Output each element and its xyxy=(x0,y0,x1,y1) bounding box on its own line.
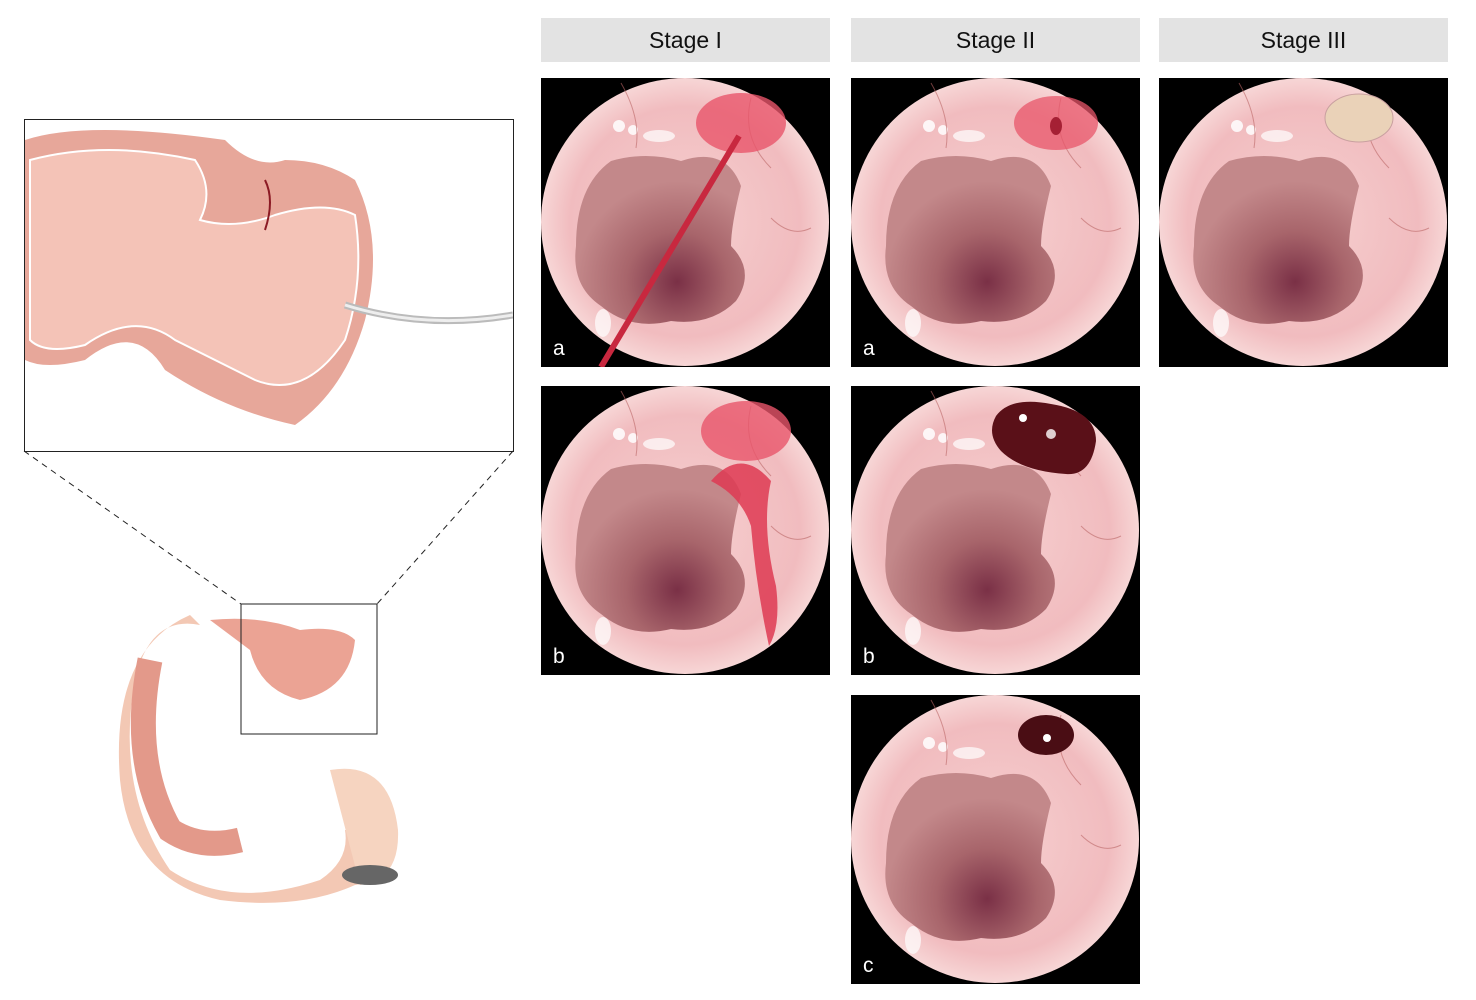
clean-ulcer-base xyxy=(1324,93,1394,143)
adherent-clot xyxy=(992,401,1096,475)
bleeding-lesion xyxy=(696,93,786,153)
stage-3-endoscopy-image xyxy=(1159,78,1448,367)
stage-2a-endoscopy-image: a xyxy=(851,78,1140,367)
panel-label: c xyxy=(863,954,874,977)
panel-label: b xyxy=(553,645,565,668)
stage-1a-endoscopy-image: a xyxy=(541,78,830,367)
stage-1b-endoscopy-image: b xyxy=(541,386,830,675)
oozing-blood xyxy=(711,463,778,646)
panel-label: a xyxy=(863,337,875,360)
stage-1-header: Stage I xyxy=(541,18,830,62)
zoom-guide-lines xyxy=(23,450,514,903)
stage-2b-endoscopy-image: b xyxy=(851,386,1140,675)
colon-section-inset xyxy=(24,119,514,452)
bleeding-vessel xyxy=(264,179,271,231)
panel-label: b xyxy=(863,645,875,668)
arterial-spurt xyxy=(598,134,742,367)
stage-3-header: Stage III xyxy=(1159,18,1448,62)
stage-2-header: Stage II xyxy=(851,18,1140,62)
stage-2c-endoscopy-image: c xyxy=(851,695,1140,984)
visible-vessel xyxy=(1050,117,1062,135)
panel-label: a xyxy=(553,337,565,360)
